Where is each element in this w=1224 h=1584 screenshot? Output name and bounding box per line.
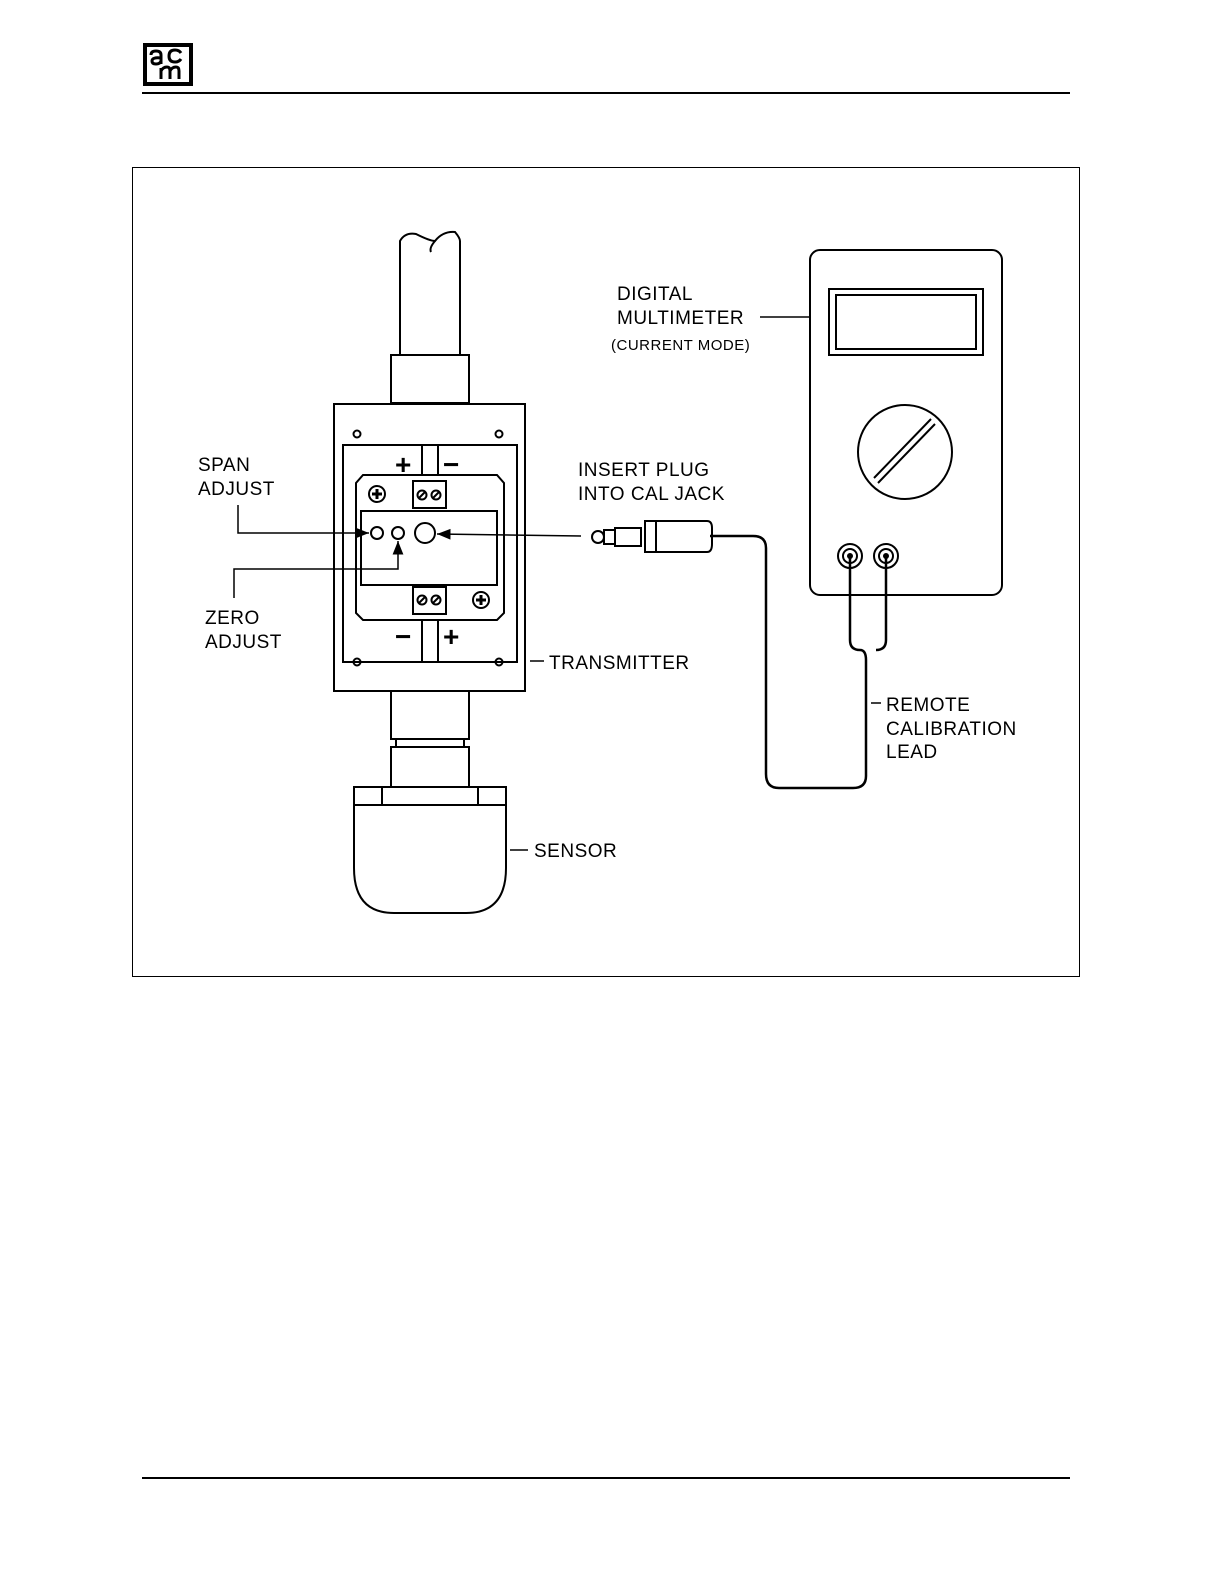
polarity-plus-bottom: + [443, 621, 459, 652]
label-span: SPAN [198, 455, 250, 476]
top-fitting [391, 355, 469, 403]
transmitter-assembly [334, 232, 525, 913]
polarity-minus-top: − [443, 449, 459, 480]
label-current-mode: (CURRENT MODE) [611, 337, 750, 354]
cal-jack [415, 523, 435, 543]
label-multimeter: MULTIMETER [617, 308, 744, 329]
polarity-plus-top: + [395, 449, 411, 480]
zero-adjust-arrow [234, 541, 398, 598]
multimeter-body [810, 250, 1002, 595]
header-rule [142, 92, 1070, 94]
corner-screw [496, 431, 503, 438]
bottom-fitting [391, 691, 469, 739]
cal-module [361, 511, 497, 585]
transmitter-inner-panel [343, 445, 517, 662]
multimeter-dial [858, 405, 952, 499]
calibration-diagram-frame: + − − + [132, 167, 1080, 977]
span-adjust-pot [371, 527, 383, 539]
multimeter-display [829, 289, 983, 355]
remote-calibration-lead [710, 536, 886, 788]
conduit-break [431, 241, 436, 252]
label-zero: ZERO [205, 608, 260, 629]
label-sensor: SENSOR [534, 841, 617, 862]
label-into-cal-jack: INTO CAL JACK [578, 484, 725, 505]
label-digital: DIGITAL [617, 284, 693, 305]
label-remote: REMOTE [886, 695, 970, 716]
label-lead: LEAD [886, 742, 938, 763]
zero-adjust-pot [392, 527, 404, 539]
acm-logo [143, 43, 193, 86]
polarity-minus-bottom: − [395, 621, 411, 652]
digital-multimeter [810, 250, 1002, 595]
label-adjust-zero: ADJUST [205, 632, 282, 653]
calibration-diagram: + − − + [133, 168, 1079, 976]
cal-plug [592, 521, 712, 552]
label-calibration: CALIBRATION [886, 719, 1017, 740]
label-adjust-span: ADJUST [198, 479, 275, 500]
corner-screw [354, 431, 361, 438]
insert-plug-arrow [437, 534, 581, 536]
label-insert-plug: INSERT PLUG [578, 460, 710, 481]
footer-rule [142, 1477, 1070, 1479]
acm-logo-mark [147, 47, 189, 82]
label-transmitter: TRANSMITTER [549, 653, 690, 674]
span-adjust-arrow [238, 505, 369, 533]
